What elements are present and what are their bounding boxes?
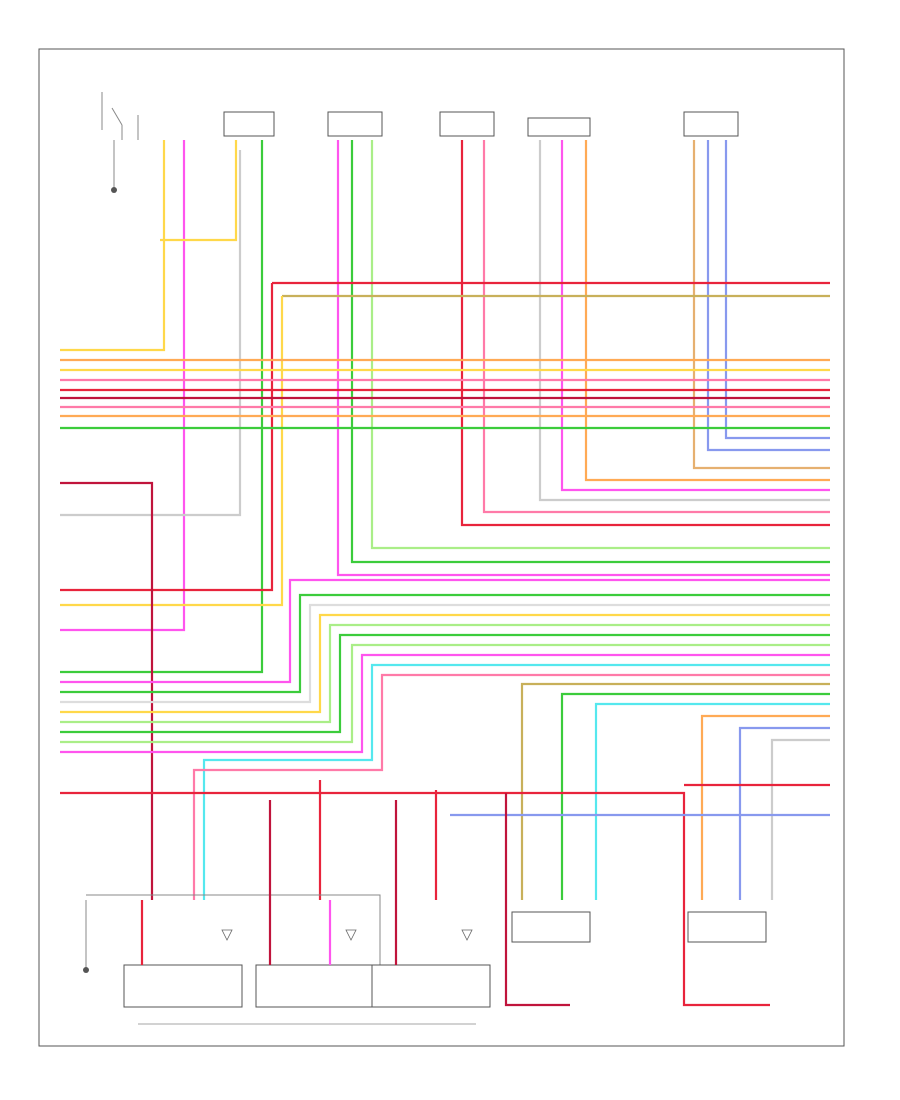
component-bottom-4	[511, 911, 591, 943]
vertical-wires-top	[60, 140, 830, 674]
component-bottom-5	[687, 911, 767, 943]
component-top-4	[439, 111, 495, 137]
diagram-frame	[38, 48, 845, 1047]
component-bottom-3	[371, 964, 491, 1008]
component-top-1	[101, 92, 139, 193]
horizontal-bus	[60, 281, 830, 1007]
component-bottom-1	[123, 964, 243, 1008]
top-components	[101, 92, 739, 193]
component-top-3	[327, 111, 383, 137]
component-bottom-2	[255, 964, 375, 1008]
component-top-5	[527, 117, 591, 137]
component-top-2	[223, 111, 275, 137]
bottom-components	[83, 800, 767, 1025]
component-top-6	[683, 111, 739, 137]
ground-symbol	[83, 967, 89, 973]
